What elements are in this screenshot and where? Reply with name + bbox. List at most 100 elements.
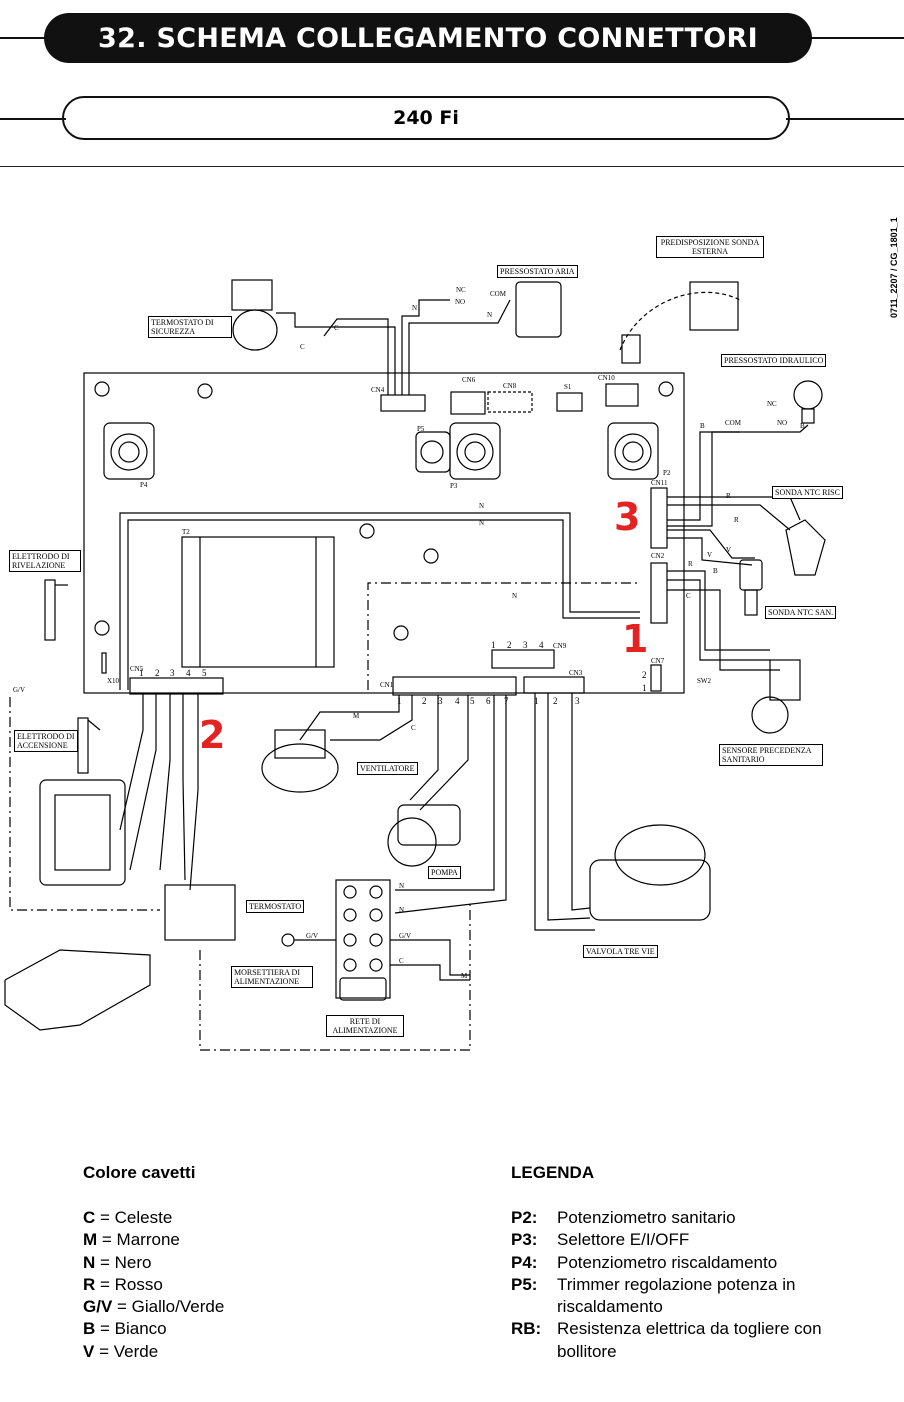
label-ventilatore: VENTILATORE xyxy=(357,762,418,775)
connector-cn2 xyxy=(650,562,668,624)
page-title: 32. SCHEMA COLLEGAMENTO CONNETTORI xyxy=(44,13,812,63)
label-sonda-ntc-san: SONDA NTC SAN. xyxy=(765,606,837,619)
svg-text:1: 1 xyxy=(139,668,144,678)
callout-2: 2 xyxy=(199,713,226,757)
connector-cn6 xyxy=(450,391,486,415)
model-label: 240 Fi xyxy=(62,96,790,140)
label-cn10: CN10 xyxy=(598,374,615,382)
connector-cn3 xyxy=(523,676,585,694)
label-valvola: VALVOLA TRE VIE xyxy=(583,945,658,958)
label-morsettiera: MORSETTIERA DI ALIMENTAZIONE xyxy=(231,966,313,988)
wire-label-v-1: V xyxy=(707,551,713,559)
wire-label-c-left: C xyxy=(300,343,305,351)
legend-row: RB:Resistenza elettrica da togliere con … xyxy=(511,1319,822,1361)
wire-color-row: N = Nero xyxy=(83,1252,152,1272)
accensione-electrode xyxy=(77,717,101,774)
legend-row: P2:Potenziometro sanitario xyxy=(511,1208,736,1227)
wire-label-b-3: B xyxy=(713,567,718,575)
priority-sensor xyxy=(751,659,801,734)
label-sensore-precedenza: SENSORE PRECEDENZA SANITARIO xyxy=(719,744,823,766)
svg-text:1: 1 xyxy=(534,696,539,706)
svg-text:2: 2 xyxy=(422,696,427,706)
label-sw2: SW2 xyxy=(697,677,711,685)
label-t2: T2 xyxy=(182,528,190,536)
legend-row: P5:Trimmer regolazione potenza in riscal… xyxy=(511,1274,796,1317)
callout-3: 3 xyxy=(614,495,641,539)
model-rule-right xyxy=(786,118,904,120)
wire-label-gv-ground: G/V xyxy=(306,932,319,940)
label-s1: S1 xyxy=(564,383,572,391)
wire-label-nc-idr: NC xyxy=(767,400,777,408)
wire-label-nc: NC xyxy=(456,286,466,294)
svg-text:4: 4 xyxy=(455,696,460,706)
connector-cn4 xyxy=(380,394,426,412)
pump xyxy=(387,804,461,867)
wire-label-r-2: R xyxy=(734,516,739,524)
wire-colors-list: C = Celeste M = Marrone N = Nero R = Ros… xyxy=(83,1207,224,1363)
label-rete: RETE DI ALIMENTAZIONE xyxy=(326,1015,404,1037)
terminal-strip xyxy=(164,884,236,941)
wire-color-row: M = Marrone xyxy=(83,1230,180,1250)
transformer-t2 xyxy=(181,536,335,668)
label-p3: P3 xyxy=(450,482,458,490)
wire-label-c-term: C xyxy=(399,957,404,965)
label-cn8: CN8 xyxy=(503,382,517,390)
fan xyxy=(261,729,339,793)
switch-s1 xyxy=(556,392,583,412)
legend-title: LEGENDA xyxy=(511,1163,595,1182)
wire-label-no: NO xyxy=(455,298,466,306)
connector-cn1 xyxy=(392,676,517,696)
hydraulic-pressure-switch xyxy=(793,380,823,424)
wire-color-row: B = Bianco xyxy=(83,1319,167,1339)
connector-cn7 xyxy=(650,664,662,692)
legend-row: P3:Selettore E/I/OFF xyxy=(511,1230,690,1250)
svg-text:1: 1 xyxy=(397,696,402,706)
wire-colors-title: Colore cavetti xyxy=(83,1163,196,1182)
wire-label-c-fan: C xyxy=(411,724,416,732)
wire-label-n-cn9: N xyxy=(512,592,518,600)
wire-color-row: R = Rosso xyxy=(83,1274,163,1294)
wire-label-com-idr: COM xyxy=(725,419,741,427)
wire-label-c-top: C xyxy=(334,324,339,332)
wire-label-com: COM xyxy=(490,290,506,298)
label-pressostato-aria: PRESSOSTATO ARIA xyxy=(497,265,578,278)
svg-text:2: 2 xyxy=(507,640,512,650)
label-sonda-ntc-risc: SONDA NTC RISC xyxy=(772,486,843,499)
legend-row: P4:Potenziometro riscaldamento xyxy=(511,1252,778,1272)
wire-label-m-fan: M xyxy=(353,712,360,720)
svg-text:3: 3 xyxy=(170,668,175,678)
svg-text:3: 3 xyxy=(438,696,443,706)
wire-color-row: C = Celeste xyxy=(83,1208,173,1227)
label-cn11: CN11 xyxy=(651,479,668,487)
svg-text:5: 5 xyxy=(470,696,475,706)
potentiometer-p4 xyxy=(103,422,155,480)
label-cn6: CN6 xyxy=(462,376,476,384)
label-termostato-sicurezza: TERMOSTATO DI SICUREZZA xyxy=(148,316,232,338)
svg-text:3: 3 xyxy=(575,696,580,706)
label-x10: X10 xyxy=(107,677,120,685)
wire-color-row: V = Verde xyxy=(83,1341,159,1361)
rivelazione-electrode xyxy=(44,579,107,674)
label-p5: P5 xyxy=(417,425,425,433)
gas-valve xyxy=(39,779,126,886)
label-elettrodo-rivelazione: ELETTRODO DI RIVELAZIONE xyxy=(9,550,81,572)
connector-cn9 xyxy=(491,649,555,669)
label-cn4: CN4 xyxy=(371,386,385,394)
potentiometer-p5 xyxy=(415,431,451,473)
wire-color-row: G/V = Giallo/Verde xyxy=(83,1297,225,1317)
label-termostato: TERMOSTATO xyxy=(246,900,305,913)
svg-text:7: 7 xyxy=(504,696,509,706)
wire-label-r-1: R xyxy=(726,492,731,500)
wire-label-b-1: B xyxy=(700,422,705,430)
wire-label-n-top: N xyxy=(487,311,493,319)
label-cn2: CN2 xyxy=(651,552,665,560)
svg-text:2: 2 xyxy=(155,668,160,678)
legend-list: P2:Potenziometro sanitario P3:Selettore … xyxy=(511,1207,857,1363)
wire-label-c-right: C xyxy=(686,592,691,600)
label-cn1: CN1 xyxy=(380,681,394,689)
svg-text:1: 1 xyxy=(491,640,496,650)
wire-label-gv-term: G/V xyxy=(399,932,412,940)
section-divider xyxy=(0,166,904,167)
label-cn7: CN7 xyxy=(651,657,665,665)
